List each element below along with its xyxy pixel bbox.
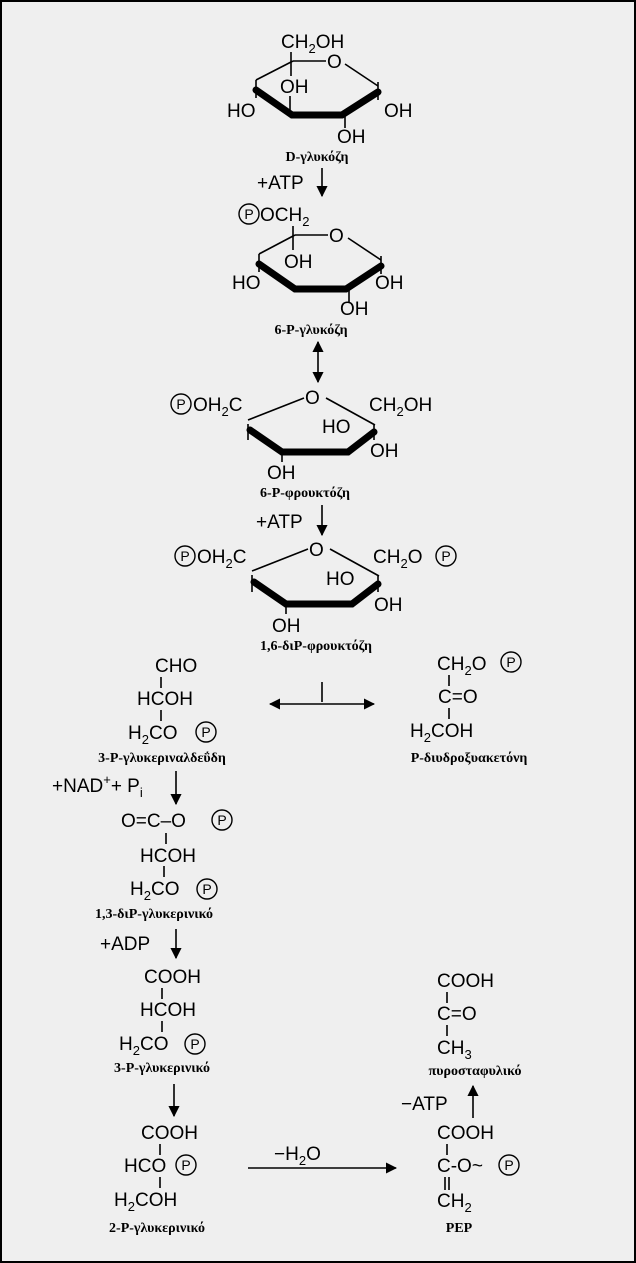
- g6p-oh-1: OH: [375, 273, 404, 294]
- fbp-oh2c: OH2C: [197, 547, 246, 571]
- f6p-structure: P OH2C O CH2OH HO OH OH 6-P-φρουκτόζη: [170, 388, 432, 501]
- pg2-hco: HCO: [124, 1156, 166, 1177]
- reagent-adp: +ADP: [100, 934, 150, 955]
- bpg-structure: O=C–O P HCOH H2CO P 1,3-διP-γλυκερινικό: [95, 809, 233, 922]
- gap-h2co: H2CO: [128, 723, 177, 747]
- glucose-ring-o: O: [327, 52, 342, 73]
- f6p-ho: HO: [322, 417, 351, 438]
- gap-cho: CHO: [155, 656, 197, 677]
- pep-cooh: COOH: [437, 1123, 494, 1144]
- g6p-ring-o: O: [329, 226, 344, 247]
- reagent-atp-2: +ATP: [256, 512, 303, 533]
- glucose-ch2oh: CH2OH: [281, 32, 344, 56]
- f6p-oh: OH: [370, 441, 399, 462]
- pg3-structure: COOH HCOH H2CO P 3-P-γλυκερινικό: [114, 967, 210, 1076]
- caption-fbp: 1,6-διP-φρουκτόζη: [260, 639, 372, 654]
- glucose-oh-3: OH: [337, 127, 366, 148]
- caption-pg3: 3-P-γλυκερινικό: [114, 1061, 210, 1076]
- reagent-nad-pi: +NAD++ Pi: [52, 772, 143, 800]
- pg2-cooh: COOH: [141, 1123, 198, 1144]
- fbp-ho: HO: [326, 569, 355, 590]
- dhap-c-eq-o: C=O: [438, 687, 478, 708]
- bpg-h2co: H2CO: [130, 879, 179, 903]
- pg2-h2coh: H2COH: [114, 1190, 177, 1214]
- pyruvate-c-eq-o: C=O: [437, 1004, 477, 1025]
- glucose-structure: CH2OH O OH HO OH OH D-γλυκόζη: [227, 32, 413, 165]
- svg-text:P: P: [201, 724, 210, 740]
- dhap-h2coh: H2COH: [410, 721, 473, 745]
- glucose-oh-2: OH: [280, 77, 309, 98]
- fbp-structure: P OH2C O CH2O P HO OH OH 1,6-διP-φρουκτό…: [174, 540, 457, 654]
- caption-f6p: 6-P-φρουκτόζη: [260, 486, 350, 501]
- reagent-atp-1: +ATP: [257, 173, 304, 194]
- g6p-structure: P OCH2 O OH HO OH OH 6-P-γλυκόζη: [232, 203, 404, 338]
- caption-gap: 3-P-γλυκεριναλδεΰδη: [98, 751, 226, 766]
- fbp-ch2o: CH2O: [373, 547, 422, 571]
- pyruvate-cooh: COOH: [437, 971, 494, 992]
- pg2-structure: COOH HCO P H2COH 2-P-γλυκερινικό: [109, 1123, 205, 1236]
- gap-hcoh: HCOH: [137, 689, 193, 710]
- g6p-oh-3: OH: [340, 299, 369, 320]
- svg-text:P: P: [202, 881, 211, 897]
- f6p-ch2oh: CH2OH: [369, 395, 432, 419]
- f6p-ring-o: O: [305, 388, 320, 409]
- g6p-ho-4: HO: [232, 273, 261, 294]
- f6p-oh2c: OH2C: [193, 395, 242, 419]
- g6p-och2: OCH2: [260, 205, 309, 229]
- svg-text:P: P: [504, 1157, 513, 1173]
- bpg-o-eq-c-o: O=C–O: [121, 811, 186, 832]
- svg-text:P: P: [506, 654, 515, 670]
- svg-text:P: P: [181, 1157, 190, 1173]
- fbp-oh: OH: [374, 595, 403, 616]
- pg3-hcoh: HCOH: [140, 1000, 196, 1021]
- caption-pyruvate: πυροσταφυλικό: [429, 1064, 522, 1079]
- svg-text:P: P: [180, 548, 189, 564]
- svg-text:P: P: [190, 1036, 199, 1052]
- fbp-ring-o: O: [309, 540, 324, 561]
- pyruvate-ch3: CH3: [437, 1038, 472, 1062]
- gap-structure: CHO HCOH H2CO P 3-P-γλυκεριναλδεΰδη: [98, 656, 226, 766]
- caption-bpg: 1,3-διP-γλυκερινικό: [95, 907, 213, 922]
- glucose-ho-4: HO: [227, 101, 256, 122]
- dhap-structure: CH2O P C=O H2COH P-διυδροξυακετόνη: [410, 651, 528, 766]
- fbp-oh-bottom: OH: [272, 616, 301, 637]
- svg-text:P: P: [217, 812, 226, 828]
- pg3-cooh: COOH: [144, 967, 201, 988]
- svg-text:P: P: [441, 548, 450, 564]
- reagent-atp-minus: −ATP: [401, 1094, 448, 1115]
- caption-dhap: P-διυδροξυακετόνη: [411, 751, 528, 766]
- caption-pg2: 2-P-γλυκερινικό: [109, 1221, 205, 1236]
- glucose-oh-1: OH: [384, 101, 413, 122]
- pep-c-o: C-O~: [437, 1156, 483, 1177]
- svg-text:P: P: [176, 396, 185, 412]
- pep-structure: COOH C-O~ P CH2 PEP: [437, 1123, 520, 1236]
- pep-ch2: CH2: [437, 1191, 472, 1215]
- pg3-h2co: H2CO: [119, 1034, 168, 1058]
- g6p-oh-2: OH: [284, 252, 313, 273]
- caption-glucose: D-γλυκόζη: [286, 150, 349, 165]
- dhap-ch2o: CH2O: [437, 654, 486, 678]
- svg-text:P: P: [244, 206, 253, 222]
- caption-pep: PEP: [446, 1221, 473, 1236]
- caption-g6p: 6-P-γλυκόζη: [274, 323, 347, 338]
- f6p-oh-bottom: OH: [267, 463, 296, 484]
- pyruvate-structure: COOH C=O CH3 πυροσταφυλικό: [429, 971, 522, 1079]
- reagent-h2o: −H2O: [274, 1144, 321, 1168]
- bpg-hcoh: HCOH: [140, 846, 196, 867]
